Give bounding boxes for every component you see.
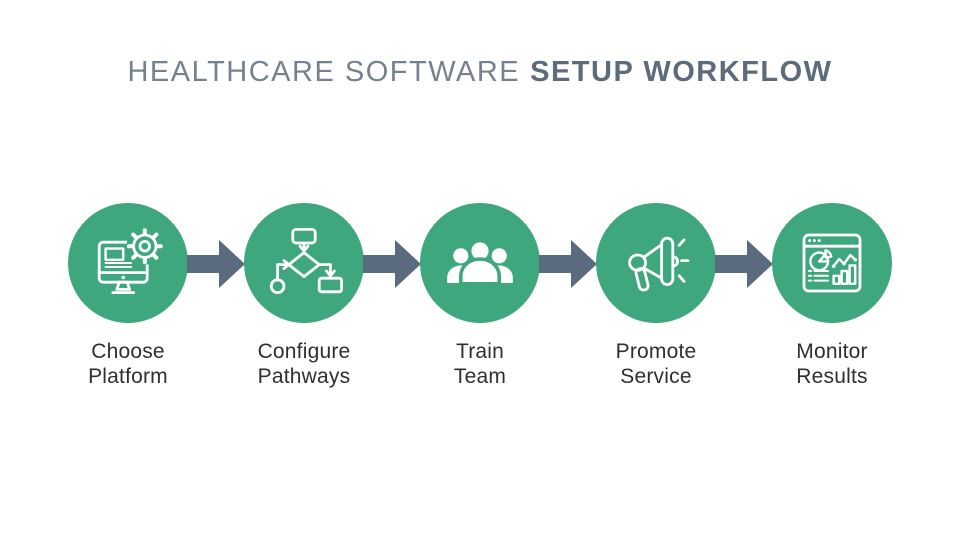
workflow-step-choose-platform: Choose Platform: [48, 203, 208, 389]
arrow-right-icon: [187, 240, 245, 288]
arrow-right-icon: [715, 240, 773, 288]
page-title-normal: HEALTHCARE SOFTWARE: [127, 56, 521, 88]
arrow-right-icon: [539, 240, 597, 288]
step-circle: [420, 203, 540, 323]
step-label: Monitor Results: [796, 340, 868, 388]
step-label: Promote Service: [615, 340, 697, 388]
step-circle: [68, 203, 188, 323]
megaphone-icon: [628, 236, 690, 292]
page-title-bold: SETUP WORKFLOW: [530, 56, 833, 88]
workflow-step-monitor-results: Monitor Results: [752, 203, 912, 389]
workflow-step-configure-pathways: Configure Pathways: [224, 203, 384, 389]
step-circle: [244, 203, 364, 323]
page-title: HEALTHCARE SOFTWARE SETUP WORKFLOW: [0, 56, 960, 89]
arrow-right-icon: [363, 240, 421, 288]
step-label: Train Team: [453, 340, 507, 388]
flowchart-icon: [269, 228, 343, 294]
workflow-step-promote-service: Promote Service: [576, 203, 736, 389]
step-label: Choose Platform: [88, 340, 168, 388]
workflow-step-train-team: Train Team: [400, 203, 560, 389]
step-circle: [772, 203, 892, 323]
team-icon: [447, 238, 513, 286]
dashboard-icon: [802, 233, 862, 293]
monitor-gear-icon: [97, 227, 164, 294]
step-label: Configure Pathways: [257, 340, 351, 388]
step-circle: [596, 203, 716, 323]
